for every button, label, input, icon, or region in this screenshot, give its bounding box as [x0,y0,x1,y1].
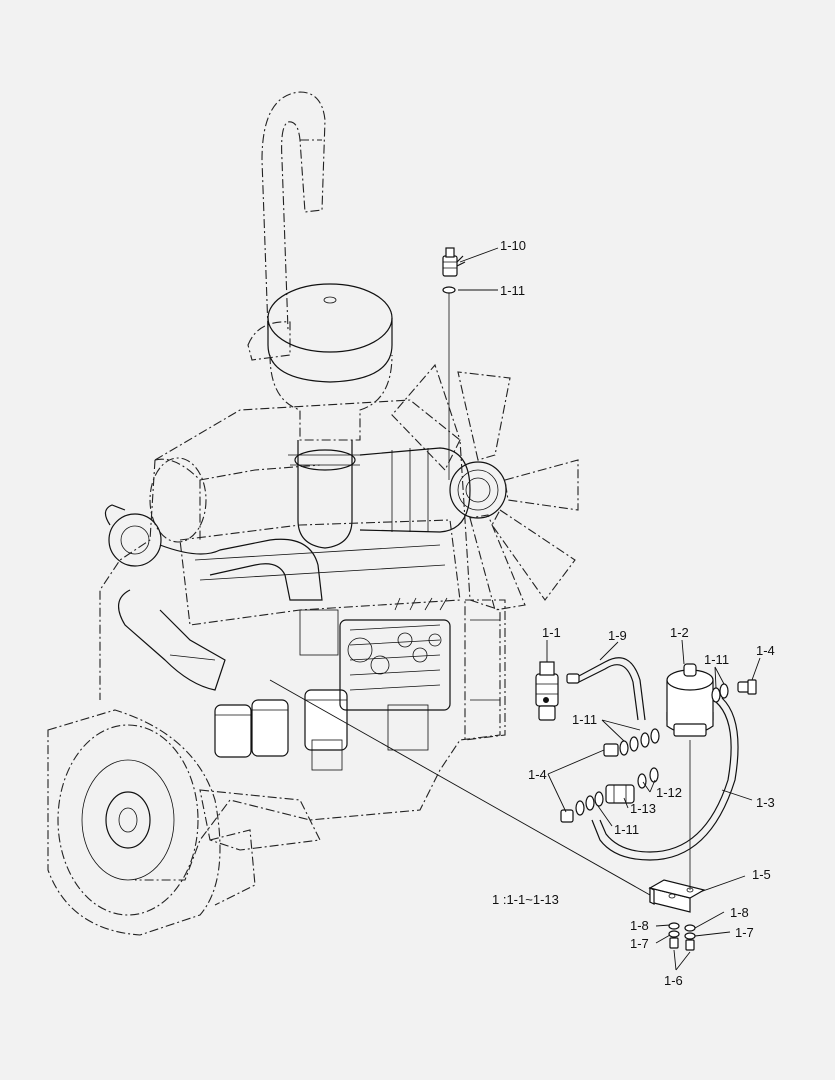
callout-1-1: 1-1 [542,625,561,640]
callout-1-2: 1-2 [670,625,689,640]
callout-1-5: 1-5 [752,867,771,882]
sensor-1-1 [535,661,559,721]
callout-1-11-right: 1-11 [704,652,729,667]
callout-1-13: 1-13 [630,801,656,816]
fittings-mid-left [603,728,660,757]
callout-1-8-right: 1-8 [730,905,749,920]
fittings-lower-left [560,791,604,823]
callout-1-7-left: 1-7 [630,936,649,951]
canister-1-2 [666,663,714,737]
bracket-1-5 [648,740,706,913]
leader-lines [269,247,761,971]
callout-labels: 1-10 1-11 1-1 1-9 1-2 1-11 1-4 1-11 1-4 … [492,238,775,988]
solenoid-valve-1-10 [442,247,466,480]
engine-phantom-outline [47,91,579,936]
fittings-upper-right [711,679,757,703]
injection-pump-cluster [299,597,451,751]
callout-1-11-left: 1-11 [572,712,597,727]
callout-1-4-left: 1-4 [528,767,547,782]
callout-1-11-bottom: 1-11 [614,822,639,837]
callout-1-8-left: 1-8 [630,918,649,933]
hose-1-9 [566,657,646,721]
hose-1-3 [591,697,739,861]
bolts-1-6 [668,922,696,951]
callout-1-3: 1-3 [756,795,775,810]
callout-1-6: 1-6 [664,973,683,988]
callout-1-12: 1-12 [656,785,682,800]
scale-note: 1 :1-1~1-13 [492,892,559,907]
callout-1-9: 1-9 [608,628,627,643]
callout-1-4-right: 1-4 [756,643,775,658]
callout-1-10: 1-10 [500,238,526,253]
callout-1-11-top: 1-11 [500,283,525,298]
fitting-1-13 [605,767,659,804]
callout-1-7-right: 1-7 [735,925,754,940]
